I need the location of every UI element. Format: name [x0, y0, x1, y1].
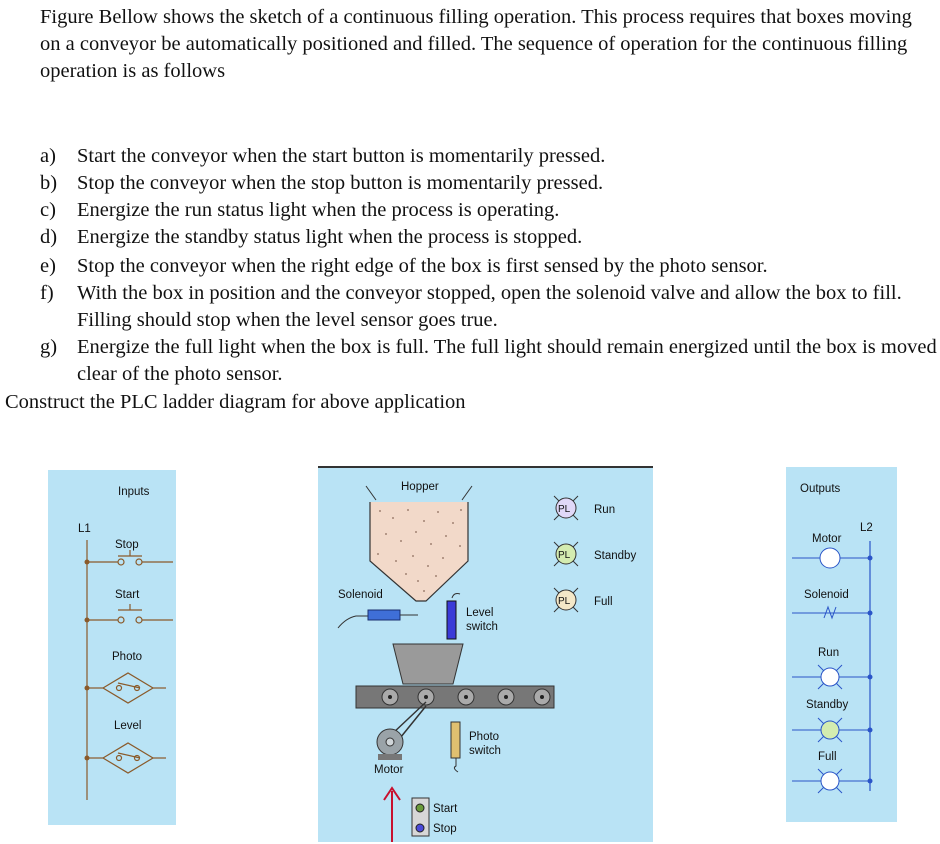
full-pilot-light-icon: [553, 587, 579, 613]
input-level-label: Level: [114, 720, 142, 732]
output-run-label: Run: [818, 647, 839, 659]
outputs-title: Outputs: [800, 483, 841, 495]
box-icon: [392, 643, 464, 685]
list-marker: g): [40, 336, 58, 358]
outputs-diagram: Outputs L2 Motor Solenoid Run Standby Fu…: [792, 483, 873, 794]
input-photo-label: Photo: [112, 651, 142, 663]
list-item: a) Start the conveyor when the start butt…: [40, 143, 940, 170]
full-light-icon: [817, 768, 843, 794]
junction-dot: [84, 755, 90, 761]
arrow-up-icon: [383, 786, 401, 842]
photo-switch-icon: [450, 721, 461, 773]
level-switch-label-2: switch: [466, 621, 498, 633]
input-start-label: Start: [115, 589, 140, 601]
junction-dot: [867, 778, 873, 784]
list-marker: b): [40, 172, 58, 194]
run-light-label: Run: [594, 504, 615, 516]
hopper-icon: [365, 485, 473, 602]
list-text: Energize the standby status light when t…: [77, 226, 583, 248]
motor-coil-icon: [819, 547, 841, 569]
outputs-panel: [786, 467, 897, 822]
level-switch-contact-icon: [87, 742, 166, 774]
solenoid-valve-icon: [337, 609, 418, 629]
start-label: Start: [433, 803, 458, 815]
level-switch-icon: [446, 593, 461, 640]
list-text: Energize the run status light when the p…: [77, 199, 560, 221]
output-full-label: Full: [818, 751, 837, 763]
standby-pilot-light-icon: [553, 541, 579, 567]
pl-label: PL: [558, 596, 571, 607]
list-item: d) Energize the standby status light when…: [40, 224, 940, 251]
photo-sensor-contact-icon: [87, 672, 166, 704]
pl-label: PL: [558, 550, 571, 561]
sequence-list: a) Start the conveyor when the start butt…: [40, 143, 940, 388]
input-stop-label: Stop: [115, 539, 139, 551]
list-marker: a): [40, 145, 56, 167]
solenoid-coil-icon: [823, 605, 837, 620]
run-light-icon: [817, 664, 843, 690]
list-marker: c): [40, 199, 56, 221]
junction-dot: [84, 685, 90, 691]
list-item: e) Stop the conveyor when the right edge …: [40, 253, 940, 280]
run-pilot-light-icon: [553, 495, 579, 521]
task-instruction: Construct the PLC ladder diagram for abo…: [5, 391, 466, 413]
junction-dot: [867, 674, 873, 680]
conveyor-icon: [355, 685, 555, 709]
junction-dot: [867, 727, 873, 733]
standby-light-icon: [817, 717, 843, 743]
solenoid-label: Solenoid: [338, 589, 383, 601]
list-text: Energize the full light when the box is …: [77, 336, 937, 385]
photo-switch-label-2: switch: [469, 745, 501, 757]
photo-switch-label-1: Photo: [469, 731, 499, 743]
hopper-label: Hopper: [401, 481, 439, 493]
inputs-title: Inputs: [118, 486, 150, 498]
junction-dot: [84, 617, 90, 623]
stop-nc-contact-icon: [87, 550, 173, 566]
inputs-panel: [48, 470, 176, 825]
list-text: Stop the conveyor when the right edge of…: [77, 255, 768, 277]
process-diagram: Hopper Solenoid Level switch: [337, 481, 636, 842]
list-item: b) Stop the conveyor when the stop button…: [40, 170, 940, 197]
list-text: With the box in position and the conveyo…: [77, 282, 902, 331]
pl-label: PL: [558, 504, 571, 515]
stop-label: Stop: [433, 823, 457, 835]
standby-light-label: Standby: [594, 550, 636, 562]
start-no-contact-icon: [87, 604, 173, 624]
output-motor-label: Motor: [812, 533, 842, 545]
list-text: Start the conveyor when the start button…: [77, 145, 606, 167]
list-marker: e): [40, 255, 56, 277]
level-switch-label-1: Level: [466, 607, 494, 619]
list-marker: d): [40, 226, 58, 248]
junction-dot: [867, 555, 873, 561]
junction-dot: [867, 610, 873, 616]
start-button[interactable]: [415, 803, 425, 813]
list-text: Stop the conveyor when the stop button i…: [77, 172, 604, 194]
output-solenoid-label: Solenoid: [804, 589, 849, 601]
inputs-diagram: Inputs L1 Stop Start Photo Level: [78, 486, 173, 800]
rail-l2-label: L2: [860, 522, 873, 534]
list-item: c) Energize the run status light when the…: [40, 197, 940, 224]
rail-l1-label: L1: [78, 523, 91, 535]
full-light-label: Full: [594, 596, 613, 608]
output-standby-label: Standby: [806, 699, 848, 711]
motor-icon: [376, 701, 427, 760]
junction-dot: [84, 559, 90, 565]
list-item: f) With the box in position and the conve…: [40, 280, 940, 334]
intro-paragraph: Figure Bellow shows the sketch of a cont…: [40, 6, 912, 82]
list-marker: f): [40, 282, 54, 304]
motor-label: Motor: [374, 764, 404, 776]
stop-button[interactable]: [415, 823, 425, 833]
list-item: g) Energize the full light when the box i…: [40, 334, 940, 388]
